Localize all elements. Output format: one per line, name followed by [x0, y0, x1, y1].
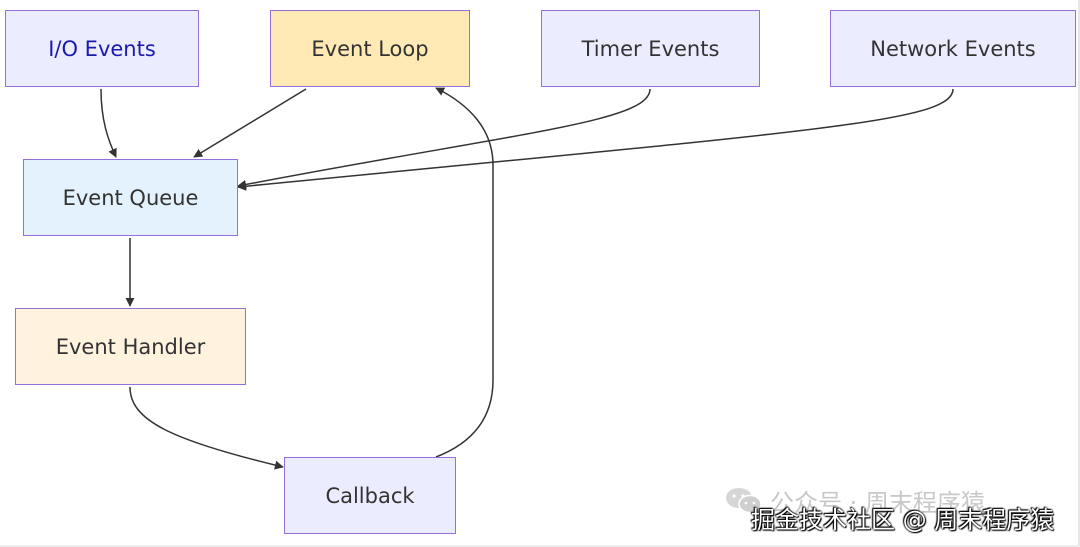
- edge-timer-to-queue: [237, 88, 651, 189]
- node-callback: Callback: [284, 457, 456, 534]
- watermark-juejin: 掘金技术社区 @ 周末程序猿: [751, 500, 1054, 535]
- node-event-handler-label: Event Handler: [55, 334, 206, 359]
- node-event-handler: Event Handler: [15, 308, 246, 385]
- node-event-loop-label: Event Loop: [311, 36, 429, 61]
- edge-network-to-queue: [237, 88, 954, 191]
- node-callback-label: Callback: [325, 483, 415, 508]
- node-event-queue: Event Queue: [23, 159, 238, 236]
- node-network-events: Network Events: [830, 10, 1076, 87]
- edge-loop-to-queue: [193, 88, 307, 158]
- watermark-wechat-text: 公众号 · 周末程序猿: [770, 489, 985, 517]
- edge-io-to-queue: [100, 88, 117, 158]
- frame-right-edge: [1078, 0, 1080, 547]
- watermark-wechat: 公众号 · 周末程序猿: [726, 483, 985, 518]
- node-network-events-label: Network Events: [870, 36, 1036, 61]
- node-io-events: I/O Events: [5, 10, 199, 87]
- node-io-events-label: I/O Events: [48, 36, 156, 61]
- node-event-loop: Event Loop: [270, 10, 470, 87]
- wechat-icon: [726, 488, 762, 514]
- node-timer-events-label: Timer Events: [581, 36, 720, 61]
- watermark-juejin-text: 掘金技术社区 @ 周末程序猿: [751, 506, 1055, 534]
- frame-bottom-edge: [0, 545, 1080, 547]
- edge-handler-to-callback: [129, 386, 284, 470]
- node-event-queue-label: Event Queue: [62, 185, 199, 210]
- node-timer-events: Timer Events: [541, 10, 760, 87]
- edge-callback-to-loop: [435, 87, 494, 458]
